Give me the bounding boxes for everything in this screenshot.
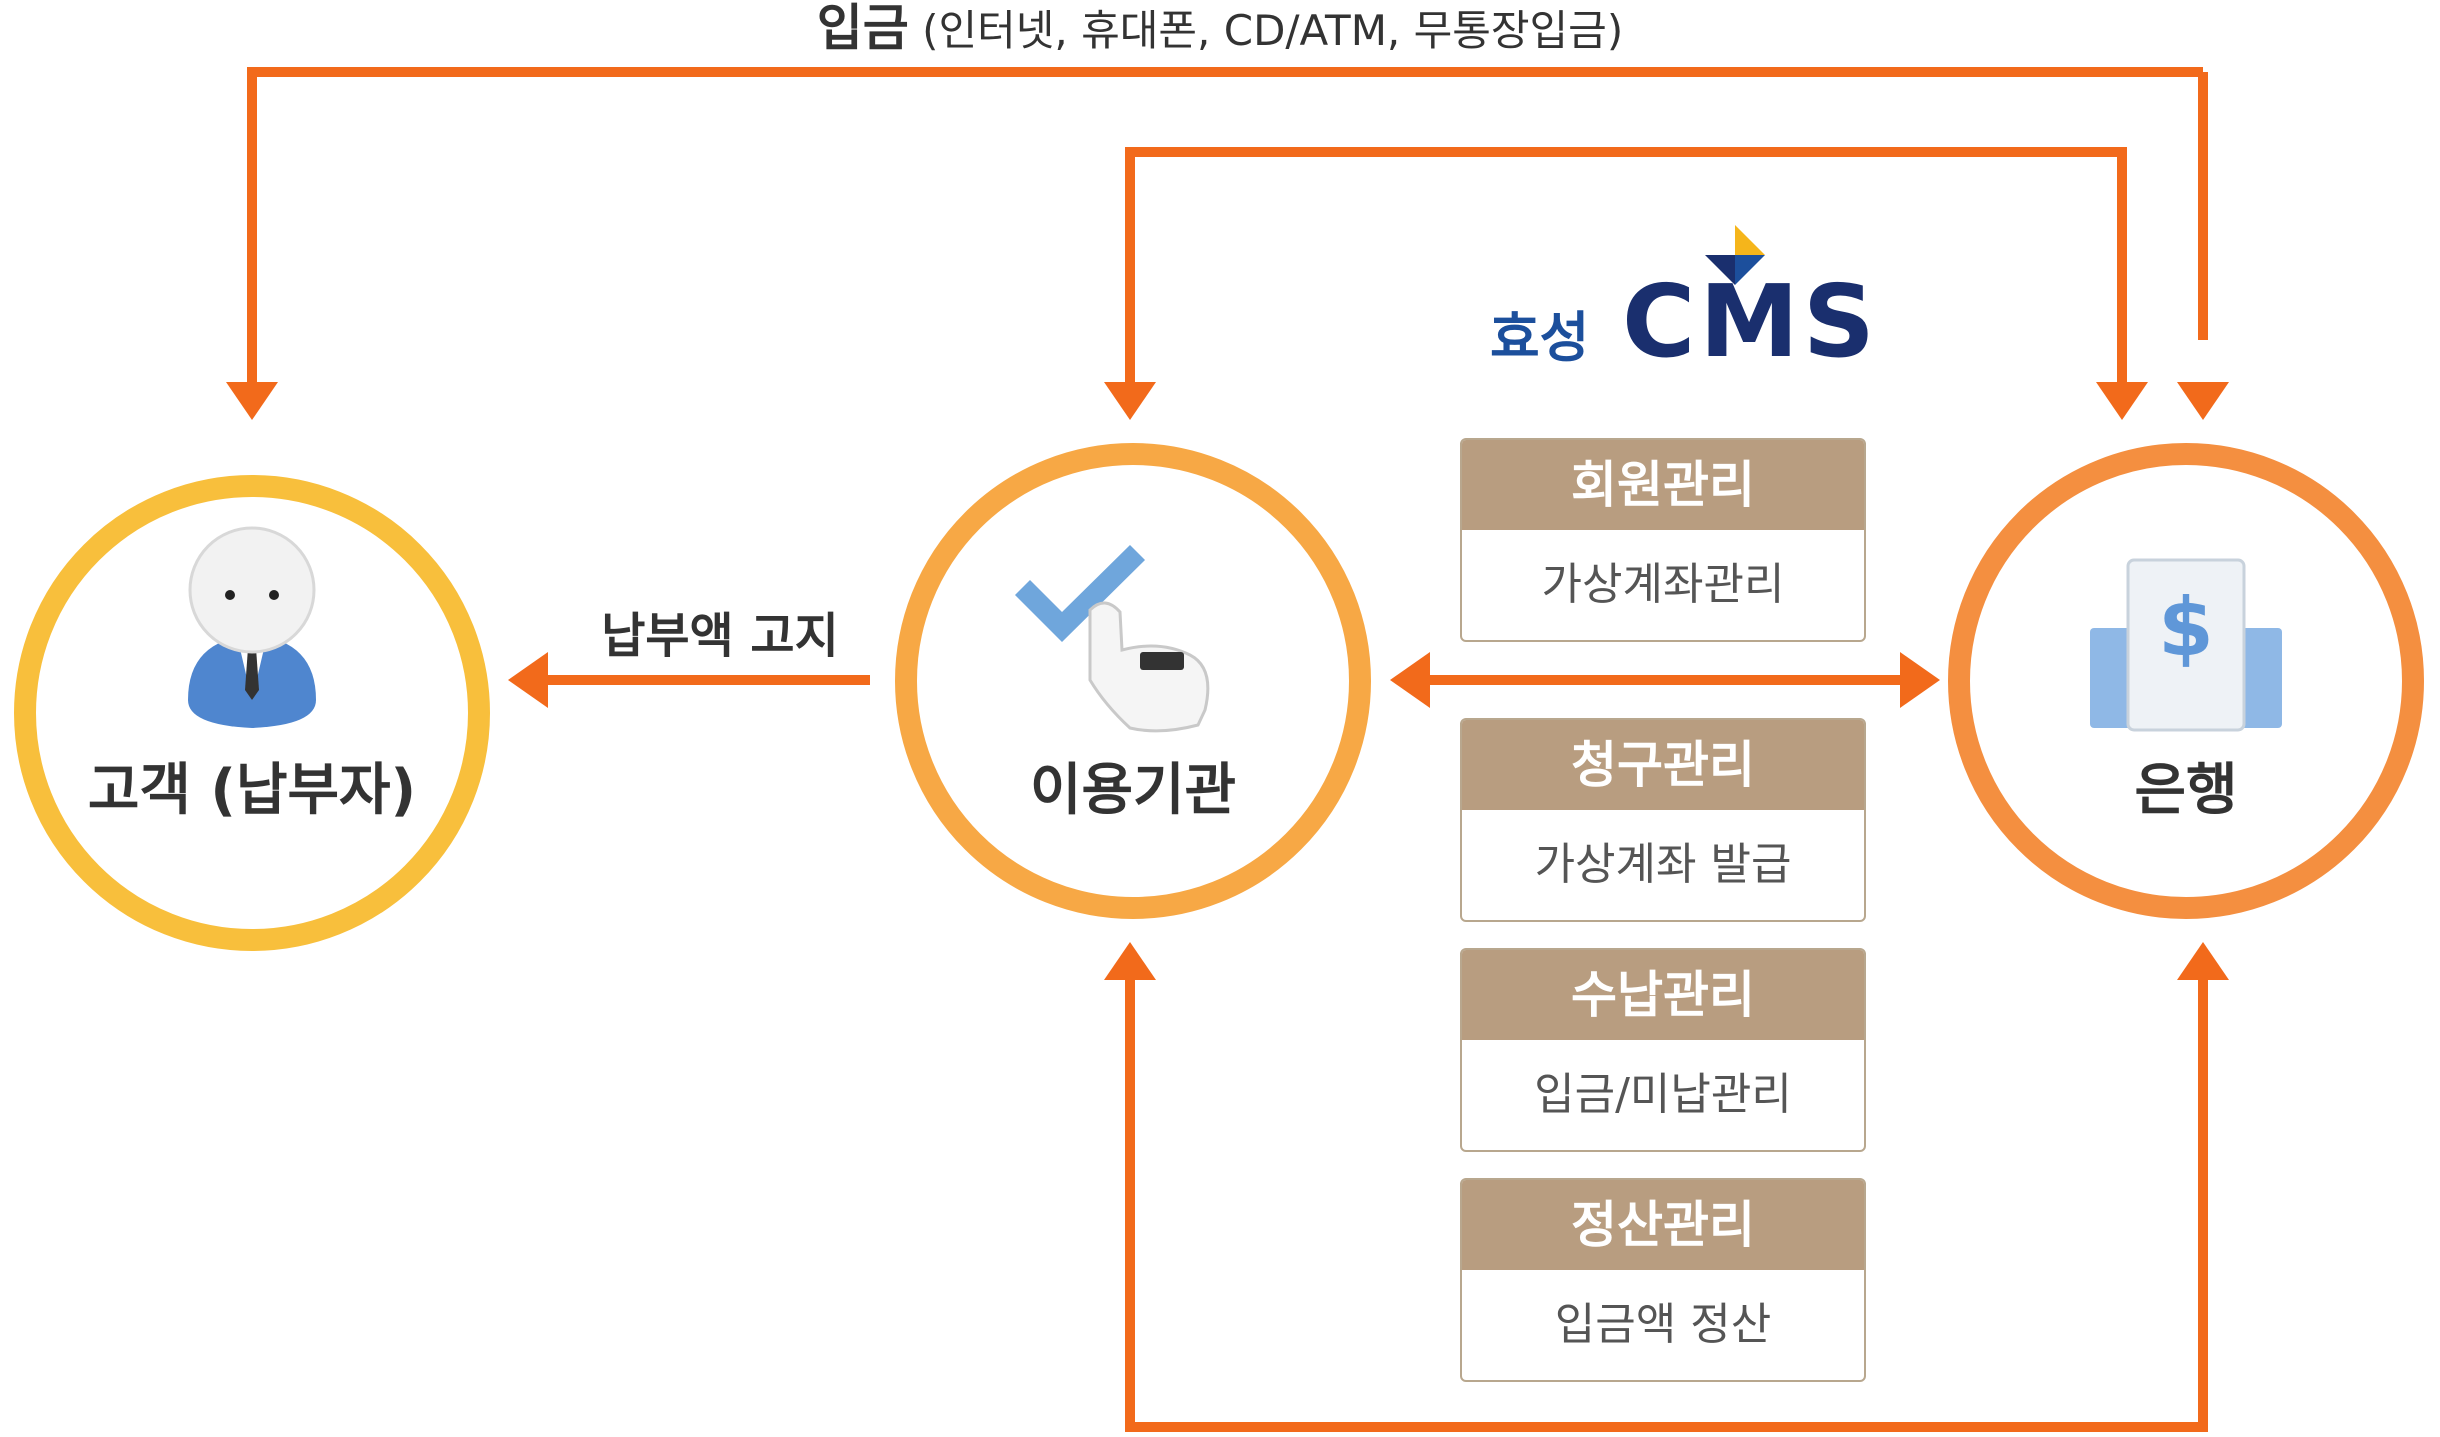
bank-label: 은행 [2134,758,2238,823]
logo-korean: 효성 [1490,306,1590,369]
card-collection-body: 입금/미납관리 [1534,1069,1792,1120]
card-collection: 수납관리 입금/미납관리 [1460,948,1866,1152]
svg-text:$: $ [2158,581,2214,674]
customer-label: 고객 (납부자) [87,758,417,823]
deposit-label-detail: (인터넷, 휴대폰, CD/ATM, 무통장입금) [908,6,1624,55]
settlement-arrow [1104,942,2229,1432]
hand-check-icon [1015,545,1210,733]
card-settlement-title: 정산관리 [1462,1180,1864,1270]
card-member-title: 회원관리 [1462,440,1864,530]
deposit-label-strong: 입금 [816,0,909,57]
institution-bank-top-arrow [1104,147,2148,420]
logo-diamond-icon [1705,225,1765,285]
institution-label: 이용기관 [1029,758,1237,823]
deposit-label: 입금 (인터넷, 휴대폰, CD/ATM, 무통장입금) [0,0,2440,59]
person-icon [188,526,316,728]
deposit-arrow [226,67,2229,420]
card-settlement-body: 입금액 정산 [1554,1299,1772,1350]
hyosung-cms-logo: 효성 CMS [1490,225,1875,380]
card-billing-title: 청구관리 [1462,720,1864,810]
bank-dollar-icon: $ [2090,558,2282,732]
card-billing: 청구관리 가상계좌 발급 [1460,718,1866,922]
exchange-arrow [1390,652,1940,708]
card-billing-body: 가상계좌 발급 [1534,839,1792,890]
card-collection-title: 수납관리 [1462,950,1864,1040]
card-member-body: 가상계좌관리 [1541,559,1785,610]
logo-english: CMS [1622,263,1879,380]
notice-label: 납부액 고지 [601,608,839,664]
card-member: 회원관리 가상계좌관리 [1460,438,1866,642]
card-settlement: 정산관리 입금액 정산 [1460,1178,1866,1382]
notice-arrow [508,652,870,708]
